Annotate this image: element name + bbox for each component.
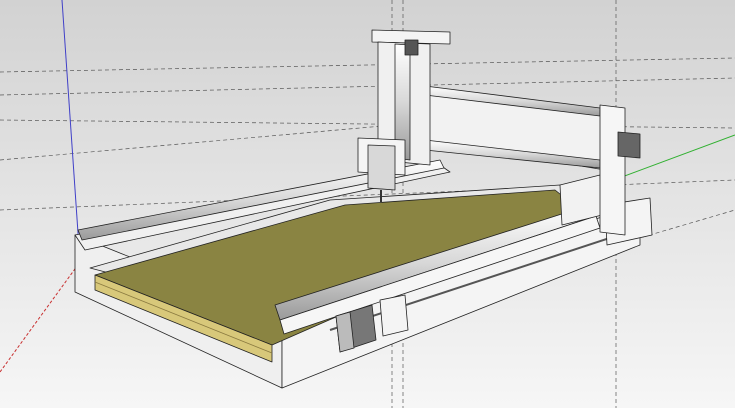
- gantry-side-plate: [599, 104, 626, 236]
- z-plate: [371, 29, 451, 45]
- bed-edge: [94, 274, 273, 363]
- y-motor: [617, 131, 641, 159]
- blue-axis: [61, 0, 81, 263]
- red-axis: [0, 261, 81, 373]
- z-motor: [404, 39, 419, 56]
- x-motor-mount: [379, 294, 409, 337]
- spindle: [367, 144, 396, 191]
- gantry: [357, 29, 641, 236]
- left-rail-rod: [77, 159, 445, 241]
- machine-frame: [74, 159, 653, 389]
